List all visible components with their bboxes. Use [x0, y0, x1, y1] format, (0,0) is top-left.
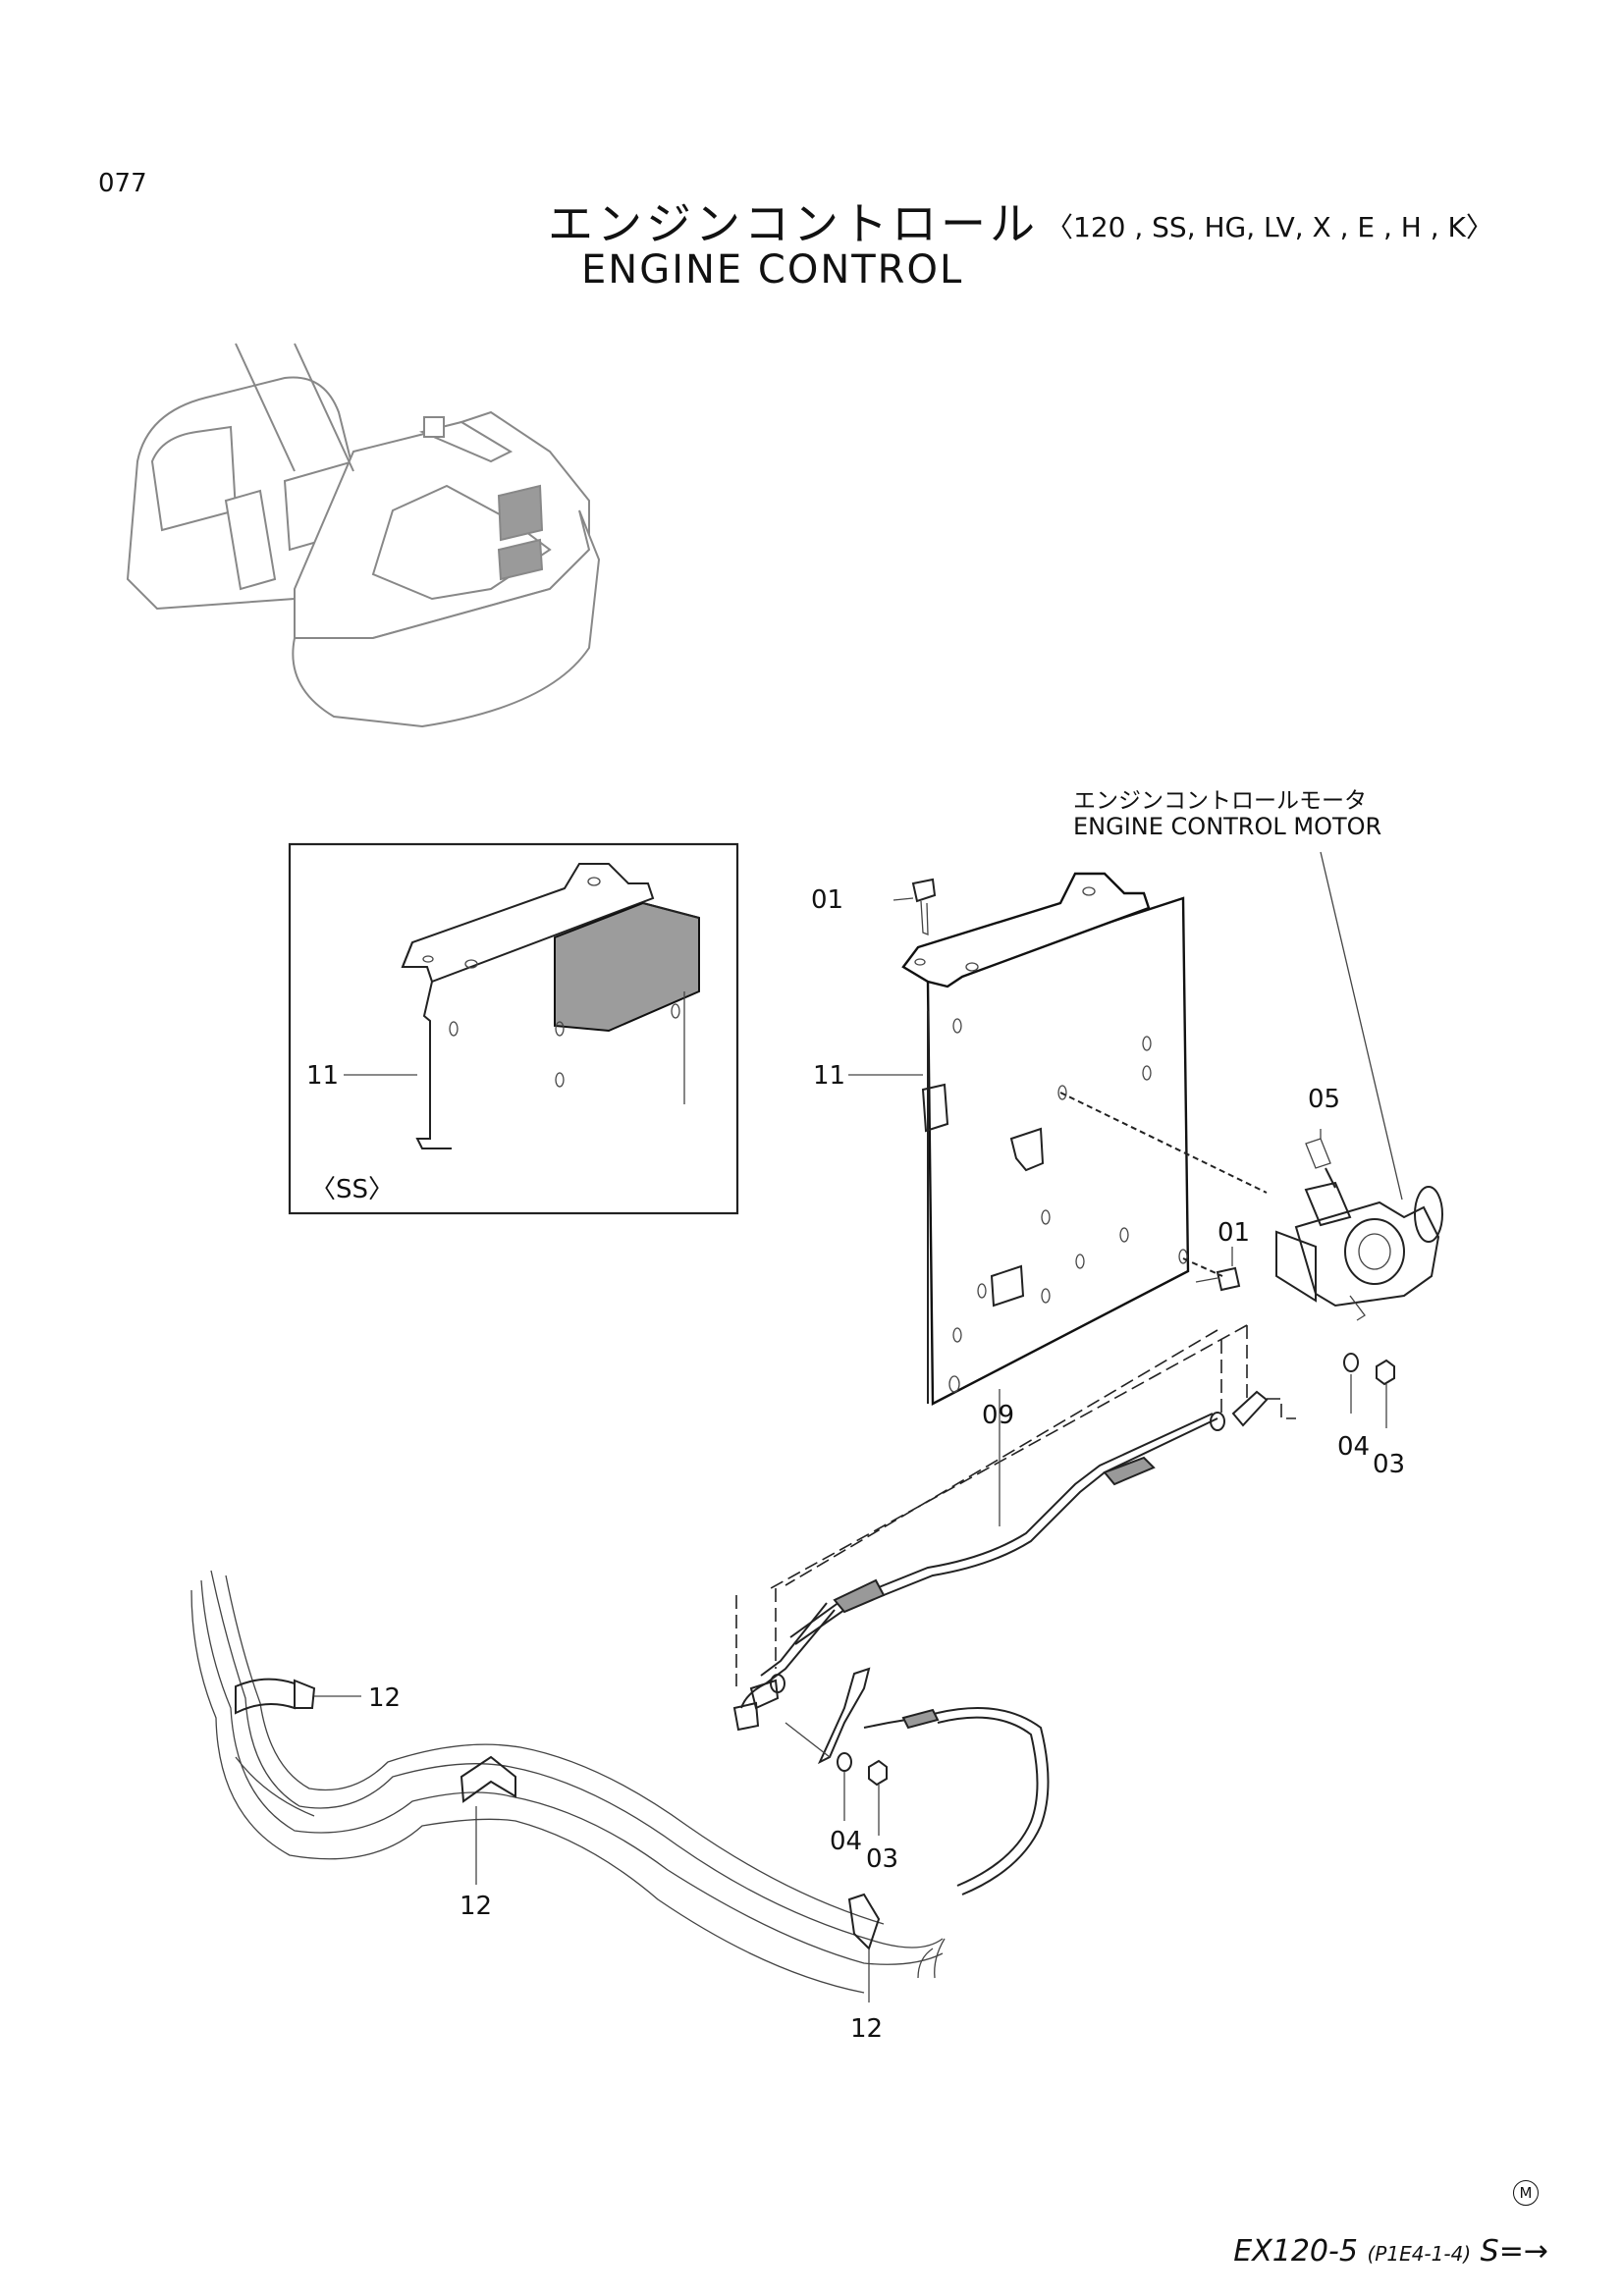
- cable-09: [735, 1324, 1248, 1709]
- engine-control-motor: [1275, 851, 1443, 1321]
- inset-callout-11: 11: [306, 1061, 339, 1091]
- title-english: ENGINE CONTROL: [581, 247, 964, 293]
- callout-01-mid: 01: [1217, 1218, 1250, 1248]
- callout-11: 11: [813, 1061, 845, 1091]
- callouts: 01 11 05 01 09 04 03 12 12 12 04 03: [368, 885, 1405, 2044]
- leader-lines: [843, 1074, 1387, 1836]
- title-japanese: エンジンコントロール: [548, 197, 1039, 250]
- callout-04-low: 04: [830, 1827, 862, 1856]
- title-model-variants: 〈120 , SS, HG, LV, X , E , H , K〉: [1046, 211, 1493, 243]
- callout-03-right: 03: [1373, 1450, 1405, 1479]
- callout-09: 09: [982, 1401, 1014, 1430]
- inset-label-ss: 〈SS〉: [310, 1175, 394, 1204]
- callout-05: 05: [1308, 1085, 1340, 1114]
- lower-linkage: [732, 1667, 1050, 1896]
- motor-label-japanese: エンジンコントロールモータ: [1073, 788, 1367, 814]
- callout-03-low: 03: [866, 1844, 898, 1874]
- motor-label-english: ENGINE CONTROL MOTOR: [1073, 813, 1382, 840]
- hose-bundle: [190, 1570, 946, 2002]
- footer-mark: M: [1513, 2180, 1539, 2206]
- callout-12-c: 12: [850, 2014, 883, 2044]
- footer-scale: S=→: [1480, 2234, 1548, 2269]
- callout-12-a: 12: [368, 1683, 401, 1713]
- excavator-overview: [126, 343, 601, 728]
- control-plate: [901, 872, 1268, 1406]
- footer-ref: (P1E4-1-4): [1367, 2242, 1472, 2266]
- footer-code: EX120-5 (P1E4-1-4) S=→: [1233, 2234, 1548, 2269]
- callout-12-b: 12: [460, 1892, 492, 1921]
- footer-model: EX120-5: [1233, 2234, 1358, 2269]
- inset-ss: 11 〈SS〉: [288, 842, 739, 1215]
- hardware: [893, 878, 1395, 1431]
- page-number: 077: [98, 169, 147, 198]
- callout-01-top: 01: [811, 885, 843, 915]
- callout-04-right: 04: [1337, 1432, 1370, 1462]
